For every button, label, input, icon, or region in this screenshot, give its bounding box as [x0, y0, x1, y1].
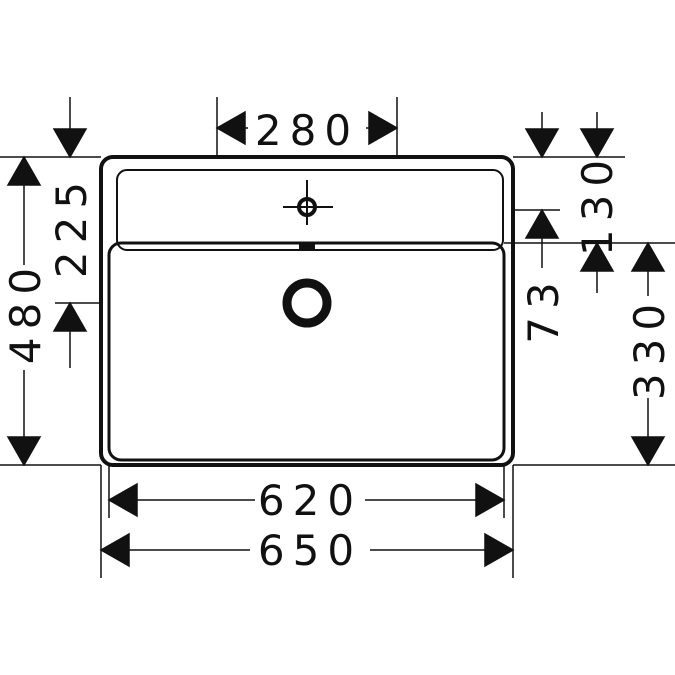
dim-label-225: 225 [47, 174, 96, 278]
drain-icon [282, 278, 332, 328]
dimension-225 [53, 97, 87, 368]
dim-label-620: 620 [258, 476, 362, 525]
basin-outer-outline [99, 155, 515, 467]
dimension-480 [7, 156, 41, 466]
dim-label-73: 73 [519, 274, 568, 343]
dim-label-330: 330 [625, 296, 674, 400]
extension-lines [0, 97, 675, 578]
dim-label-280: 280 [255, 106, 359, 155]
dimension-73 [525, 112, 559, 268]
dim-label-480: 480 [1, 260, 50, 364]
dimension-620 [108, 483, 505, 517]
dim-label-130: 130 [573, 152, 622, 256]
dimension-280 [216, 111, 398, 145]
dim-label-650: 650 [258, 526, 362, 575]
back-shelf-outline [116, 169, 504, 251]
dimension-650 [100, 533, 514, 567]
washbasin [99, 155, 515, 467]
dimension-330 [631, 242, 665, 466]
bowl-outline [107, 241, 506, 462]
overflow-slot [299, 243, 315, 250]
dimension-130 [580, 112, 614, 293]
